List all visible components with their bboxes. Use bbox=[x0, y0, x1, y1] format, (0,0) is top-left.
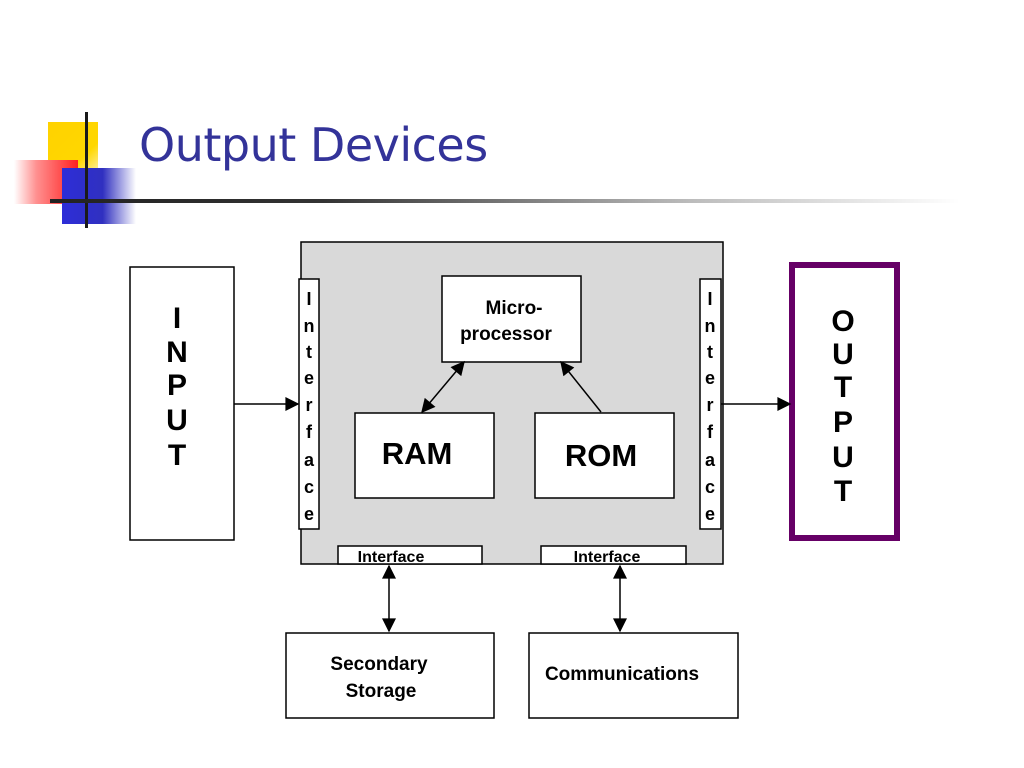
secondary-storage-line1: Secondary bbox=[330, 654, 428, 675]
svg-text:c: c bbox=[304, 477, 314, 497]
output-letter: U bbox=[832, 441, 854, 474]
output-letter: P bbox=[833, 406, 853, 439]
arrow-ram-microprocessor bbox=[421, 360, 465, 414]
svg-text:c: c bbox=[705, 477, 715, 497]
ram-label: RAM bbox=[382, 436, 453, 471]
svg-text:Interface: Interface bbox=[574, 549, 641, 566]
svg-text:I: I bbox=[707, 289, 712, 309]
bottom-interface-left: Interface bbox=[337, 545, 483, 566]
svg-text:Interface: Interface bbox=[358, 549, 425, 566]
svg-text:a: a bbox=[705, 450, 716, 470]
rom-label: ROM bbox=[565, 438, 637, 473]
bottom-interface-right: Interface bbox=[540, 545, 687, 566]
svg-text:a: a bbox=[304, 450, 315, 470]
communications-box: Communications bbox=[528, 632, 739, 719]
secondary-storage-line2: Storage bbox=[346, 681, 417, 702]
svg-text:r: r bbox=[305, 395, 312, 415]
rom-box: ROM bbox=[534, 412, 675, 499]
svg-text:n: n bbox=[304, 316, 315, 336]
svg-text:e: e bbox=[705, 368, 715, 388]
input-letter: U bbox=[166, 404, 188, 437]
slide-title: Output Devices bbox=[139, 118, 488, 172]
input-letter: T bbox=[168, 439, 186, 472]
svg-text:e: e bbox=[304, 368, 314, 388]
left-interface: I n t e r f a c e bbox=[298, 278, 320, 530]
output-letter: T bbox=[834, 475, 852, 508]
input-box: I N P U T bbox=[129, 266, 235, 541]
arrow-rom-to-microprocessor bbox=[560, 360, 602, 413]
microprocessor-label-line1: Micro- bbox=[486, 298, 543, 319]
svg-text:t: t bbox=[707, 342, 713, 362]
microprocessor-label-line2: processor bbox=[460, 324, 552, 345]
svg-text:e: e bbox=[304, 504, 314, 524]
right-interface: I n t e r f a c e bbox=[699, 278, 722, 530]
svg-text:n: n bbox=[705, 316, 716, 336]
input-letter: P bbox=[167, 369, 187, 402]
communications-label: Communications bbox=[545, 664, 699, 685]
svg-text:f: f bbox=[707, 422, 714, 442]
svg-text:I: I bbox=[306, 289, 311, 309]
input-letter: N bbox=[166, 336, 188, 369]
microprocessor-box: Micro- processor bbox=[441, 275, 582, 363]
output-letter: T bbox=[834, 371, 852, 404]
secondary-storage-box: Secondary Storage bbox=[285, 632, 495, 719]
svg-text:r: r bbox=[706, 395, 713, 415]
decor-title-underline bbox=[50, 199, 960, 203]
svg-text:e: e bbox=[705, 504, 715, 524]
svg-text:t: t bbox=[306, 342, 312, 362]
output-box: O U T P U T bbox=[789, 262, 900, 541]
ram-box: RAM bbox=[354, 412, 495, 499]
decor-blue-square bbox=[62, 168, 136, 224]
output-letter: O bbox=[831, 305, 854, 338]
input-letter: I bbox=[173, 302, 181, 335]
svg-text:f: f bbox=[306, 422, 313, 442]
decor-vertical-line bbox=[85, 112, 88, 228]
output-letter: U bbox=[832, 338, 854, 371]
